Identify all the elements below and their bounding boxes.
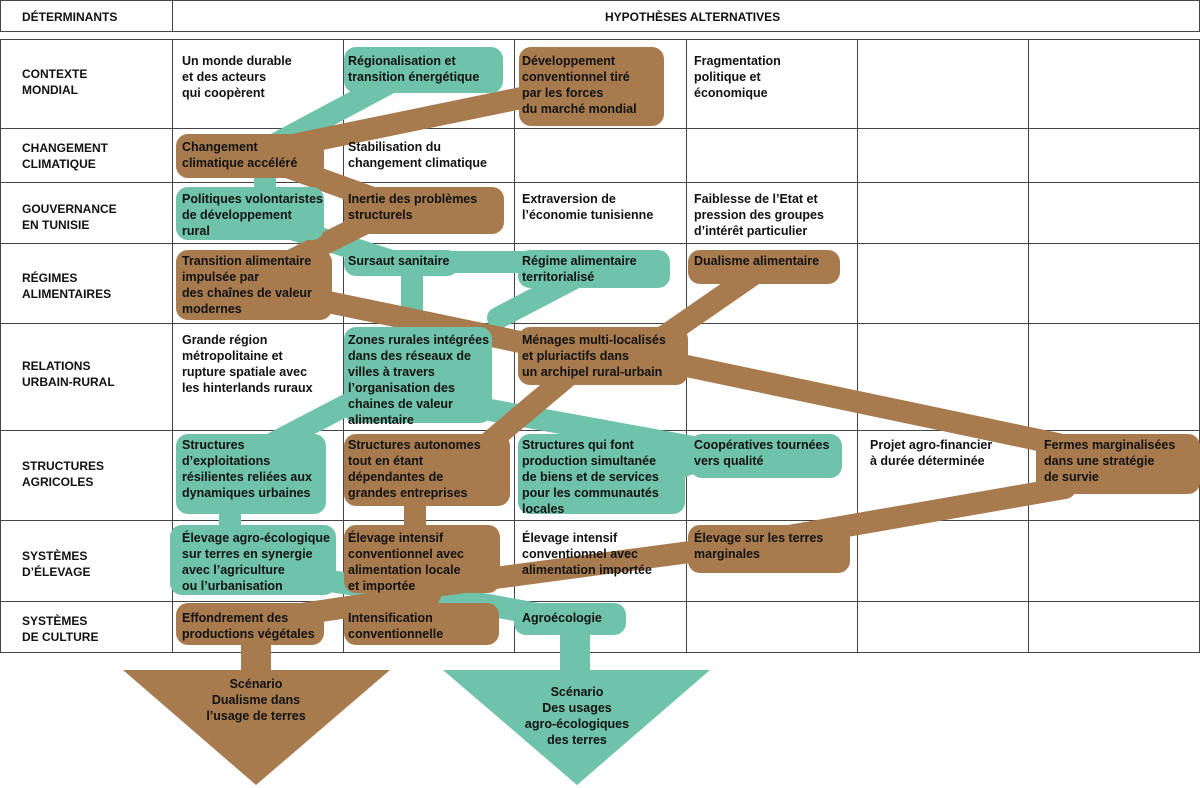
- box-menages: [518, 327, 688, 385]
- box-politiques-volontaristes: [176, 187, 324, 240]
- brown-scenario-arrow: [123, 670, 390, 785]
- box-structures-biens: [518, 434, 685, 514]
- box-zones-rurales: [344, 327, 492, 423]
- row-label-changement: CHANGEMENT CLIMATIQUE: [22, 141, 108, 171]
- hyp-menages: Ménages multi-localisés et pluriactifs d…: [522, 333, 666, 379]
- hyp-changement-accelere: Changement climatique accéléré: [182, 140, 298, 170]
- row-label-contexte: CONTEXTE MONDIAL: [22, 67, 88, 97]
- header-determinants: DÉTERMINANTS: [22, 10, 118, 24]
- hyp-agroecologie: Agroécologie: [522, 611, 602, 625]
- hyp-transition-alimentaire: Transition alimentaire impulsée par des …: [182, 254, 312, 316]
- hyp-fragmentation: Fragmentation politique et économique: [694, 54, 781, 100]
- box-elevage-marginales: [688, 525, 850, 573]
- box-inertie: [344, 187, 504, 234]
- header-hypotheses: HYPOTHÈSES ALTERNATIVES: [605, 10, 781, 24]
- box-structures-autonomes: [344, 434, 510, 506]
- hyp-effondrement: Effondrement des productions végétales: [182, 611, 315, 641]
- box-cooperatives: [690, 434, 842, 478]
- hyp-cooperatives: Coopératives tournées vers qualité: [694, 438, 830, 468]
- hyp-regionalisation: Régionalisation et transition énergétiqu…: [348, 54, 480, 84]
- hyp-developpement: Développement conventionnel tiré par les…: [522, 54, 637, 116]
- box-elevage-agroecologique: [170, 525, 336, 595]
- box-dualisme-alimentaire: [688, 250, 840, 284]
- box-regime-territorialise: [518, 250, 670, 288]
- hyp-faiblesse-etat: Faiblesse de l’Etat et pression des grou…: [694, 192, 824, 238]
- box-structures-resilientes: [176, 434, 326, 514]
- hyp-regime-territorialise: Régime alimentaire territorialisé: [522, 254, 637, 284]
- box-sursaut: [344, 250, 459, 276]
- hyp-dualisme-alimentaire: Dualisme alimentaire: [694, 254, 820, 268]
- hyp-elevage-marginales: Élevage sur les terres marginales: [694, 531, 824, 561]
- scenario-agroecologique-label: Scénario Des usages agro-écologiques des…: [524, 685, 630, 747]
- hyp-intensification: Intensification conventionnelle: [348, 611, 444, 641]
- box-intensification: [344, 603, 499, 645]
- hyp-fermes-marginalisees: Fermes marginalisées dans une stratégie …: [1044, 438, 1176, 484]
- box-regionalisation: [344, 47, 503, 93]
- hyp-extraversion: Extraversion de l’économie tunisienne: [522, 192, 654, 222]
- row-label-regimes: RÉGIMES ALIMENTAIRES: [22, 271, 112, 301]
- hyp-projet-agro-financier: Projet agro-financier à durée déterminée: [870, 438, 993, 468]
- box-effondrement: [176, 603, 324, 645]
- hyp-zones-rurales: Zones rurales intégrées dans des réseaux…: [348, 333, 490, 427]
- row-label-structures: STRUCTURES AGRICOLES: [22, 459, 105, 489]
- row-label-elevage: SYSTÈMES D’ÉLEVAGE: [22, 549, 91, 579]
- hyp-elevage-agroecologique: Élevage agro-écologique sur terres en sy…: [182, 531, 330, 593]
- row-label-gouvernance: GOUVERNANCE EN TUNISIE: [22, 202, 117, 232]
- box-fermes-marginalisees: [1036, 434, 1200, 494]
- hyp-monde-durable: Un monde durable et des acteurs qui coop…: [182, 54, 292, 100]
- hyp-grande-region: Grande région métropolitaine et rupture …: [182, 333, 313, 395]
- row-label-culture: SYSTÈMES DE CULTURE: [22, 614, 99, 644]
- hyp-structures-autonomes: Structures autonomes tout en étant dépen…: [348, 438, 481, 500]
- box-developpement: [519, 47, 664, 126]
- box-transition-alimentaire: [176, 250, 332, 320]
- hyp-stabilisation: Stabilisation du changement climatique: [348, 140, 487, 170]
- hyp-structures-resilientes: Structures d’exploitations résilientes r…: [182, 438, 312, 500]
- scenario-dualisme-label: Scénario Dualisme dans l’usage de terres: [206, 677, 306, 723]
- hyp-politiques: Politiques volontaristes de développemen…: [182, 192, 324, 238]
- row-label-relations: RELATIONS URBAIN-RURAL: [22, 359, 115, 389]
- box-changement-accelere: [176, 134, 324, 178]
- hyp-inertie: Inertie des problèmes structurels: [348, 192, 478, 222]
- box-elevage-intensif-local: [344, 525, 500, 593]
- hyp-elevage-intensif-importe: Élevage intensif conventionnel avec alim…: [522, 531, 652, 577]
- hyp-elevage-intensif-local: Élevage intensif conventionnel avec alim…: [348, 531, 465, 593]
- hyp-structures-biens: Structures qui font production simultané…: [522, 438, 659, 516]
- green-scenario-arrow: [443, 670, 710, 785]
- hyp-sursaut: Sursaut sanitaire: [348, 254, 450, 268]
- box-agroecologie: [514, 603, 626, 635]
